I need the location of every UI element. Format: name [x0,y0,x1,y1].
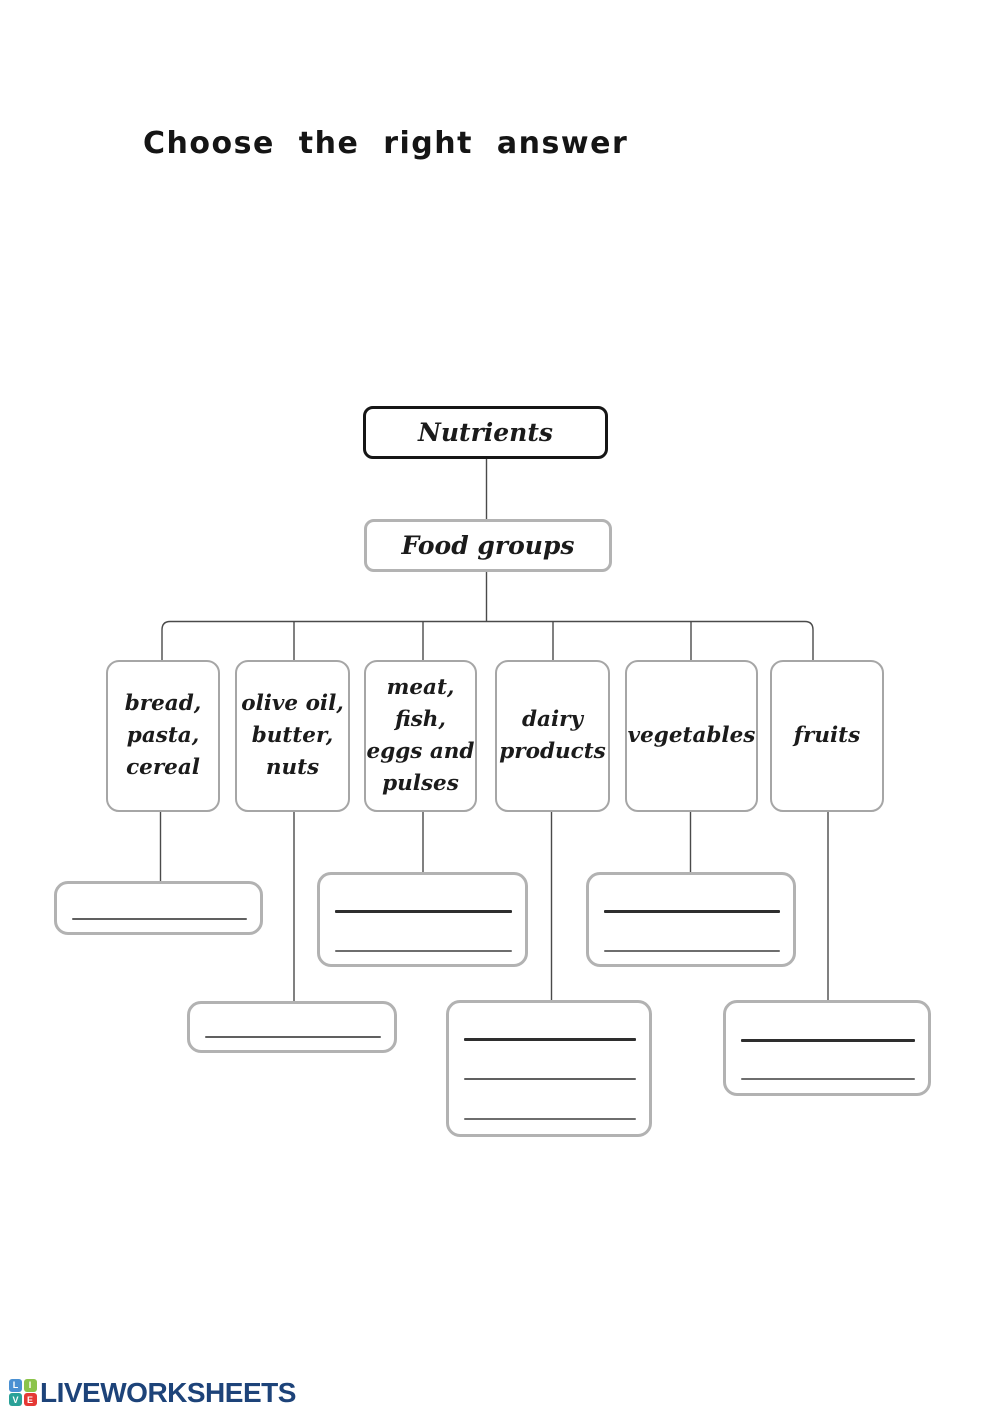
group-line: eggs and [366,739,475,764]
node-group-olive-label: olive oil, butter, nuts [241,688,344,784]
group-line: pulses [382,771,459,796]
logo-letter-i: I [23,1378,37,1392]
node-group-meat-label: meat, fish, eggs and pulses [366,672,475,800]
answer-blank-line[interactable] [464,1078,636,1080]
node-nutrients-label: Nutrients [418,418,553,447]
page-title: Choose the right answer [143,126,629,161]
answer-box-fruits [723,1000,931,1096]
answer-box-dairy [446,1000,652,1137]
answer-blank-line[interactable] [604,910,780,913]
node-group-vegetables-label: vegetables [628,720,756,752]
logo-letter-e: E [23,1393,37,1406]
node-group-meat: meat, fish, eggs and pulses [364,660,477,812]
connector-bar [161,620,814,660]
liveworksheets-logo[interactable]: L I V E LIVEWORKSHEETS [9,1377,296,1409]
answer-blank-line[interactable] [604,950,780,952]
answer-blank-line[interactable] [72,918,247,920]
group-line: butter, [251,723,334,748]
answer-blank-line[interactable] [464,1038,636,1041]
answer-box-bread [54,881,263,935]
answer-blank-line[interactable] [205,1036,381,1038]
node-group-vegetables: vegetables [625,660,758,812]
node-group-dairy: dairy products [495,660,610,812]
logo-letter-l: L [9,1378,22,1392]
node-food-groups: Food groups [364,519,612,572]
node-group-fruits: fruits [770,660,884,812]
answer-blank-line[interactable] [464,1118,636,1120]
answer-blank-line[interactable] [741,1078,915,1080]
answer-blank-line[interactable] [335,950,512,952]
group-line: vegetables [627,723,756,748]
group-line: meat, fish, [386,675,455,732]
group-line: cereal [126,755,200,780]
group-line: products [499,739,606,764]
node-group-fruits-label: fruits [794,720,860,752]
node-group-bread-label: bread, pasta, cereal [125,688,202,784]
group-line: olive oil, [241,691,344,716]
group-line: pasta, [126,723,200,748]
liveworksheets-logo-text: LIVEWORKSHEETS [40,1377,296,1408]
liveworksheets-logo-icon: L I V E [9,1378,37,1408]
node-group-dairy-label: dairy products [499,704,606,768]
answer-box-vegetables [586,872,796,967]
answer-blank-line[interactable] [335,910,512,913]
answer-box-meat [317,872,528,967]
group-line: bread, [124,691,202,716]
logo-letter-v: V [9,1393,22,1406]
answer-box-olive [187,1001,397,1053]
group-line: dairy [522,707,583,732]
node-food-groups-label: Food groups [401,531,575,560]
group-line: nuts [265,755,320,780]
node-nutrients: Nutrients [363,406,608,459]
group-line: fruits [793,723,861,748]
node-group-bread: bread, pasta, cereal [106,660,220,812]
node-group-olive: olive oil, butter, nuts [235,660,350,812]
answer-blank-line[interactable] [741,1039,915,1042]
